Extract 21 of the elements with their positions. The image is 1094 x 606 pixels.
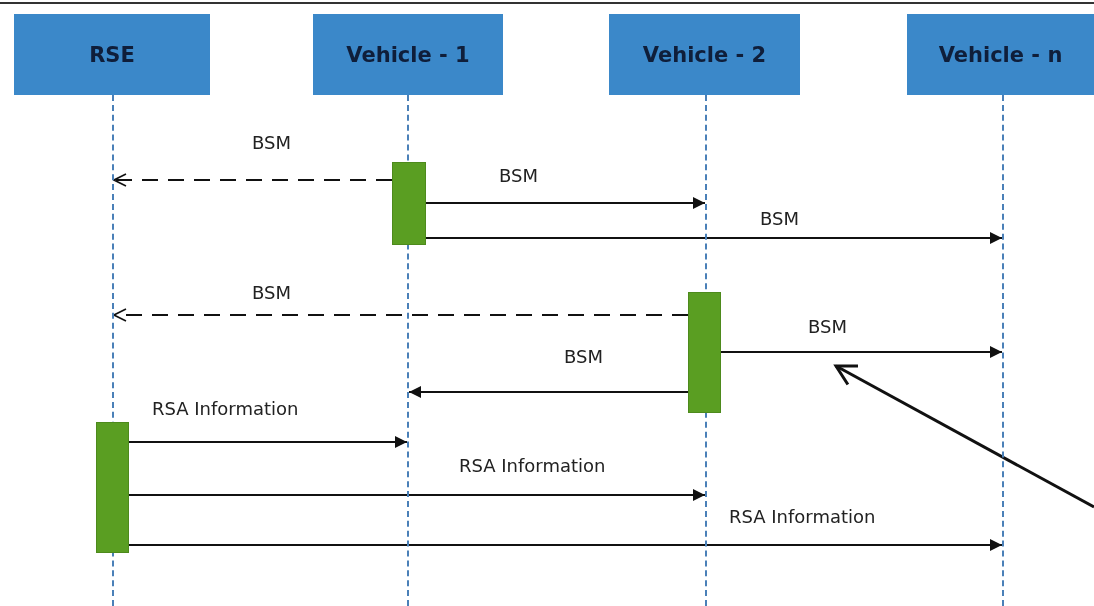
message-arrow <box>113 308 689 322</box>
message-arrow <box>720 346 1003 358</box>
message-arrow <box>408 386 689 398</box>
participant-name: Vehicle - 1 <box>346 42 470 67</box>
message-arrow <box>425 232 1003 244</box>
participant-name: Vehicle - 2 <box>642 42 767 67</box>
participant-name: RSE <box>89 42 135 67</box>
activation-bar <box>392 162 426 245</box>
activation-bar <box>96 422 129 553</box>
message-arrow <box>425 197 706 209</box>
activation-bar <box>688 292 721 413</box>
message-arrow <box>113 173 393 187</box>
participant-box <box>609 14 800 95</box>
participant-box <box>14 14 210 95</box>
message-arrow <box>128 539 1003 551</box>
participant-name: Vehicle - n <box>938 42 1063 67</box>
participant-box <box>907 14 1094 95</box>
participant-box <box>313 14 503 95</box>
lifeline <box>1002 95 1004 606</box>
message-arrow <box>128 489 706 501</box>
message-arrow <box>128 436 408 448</box>
